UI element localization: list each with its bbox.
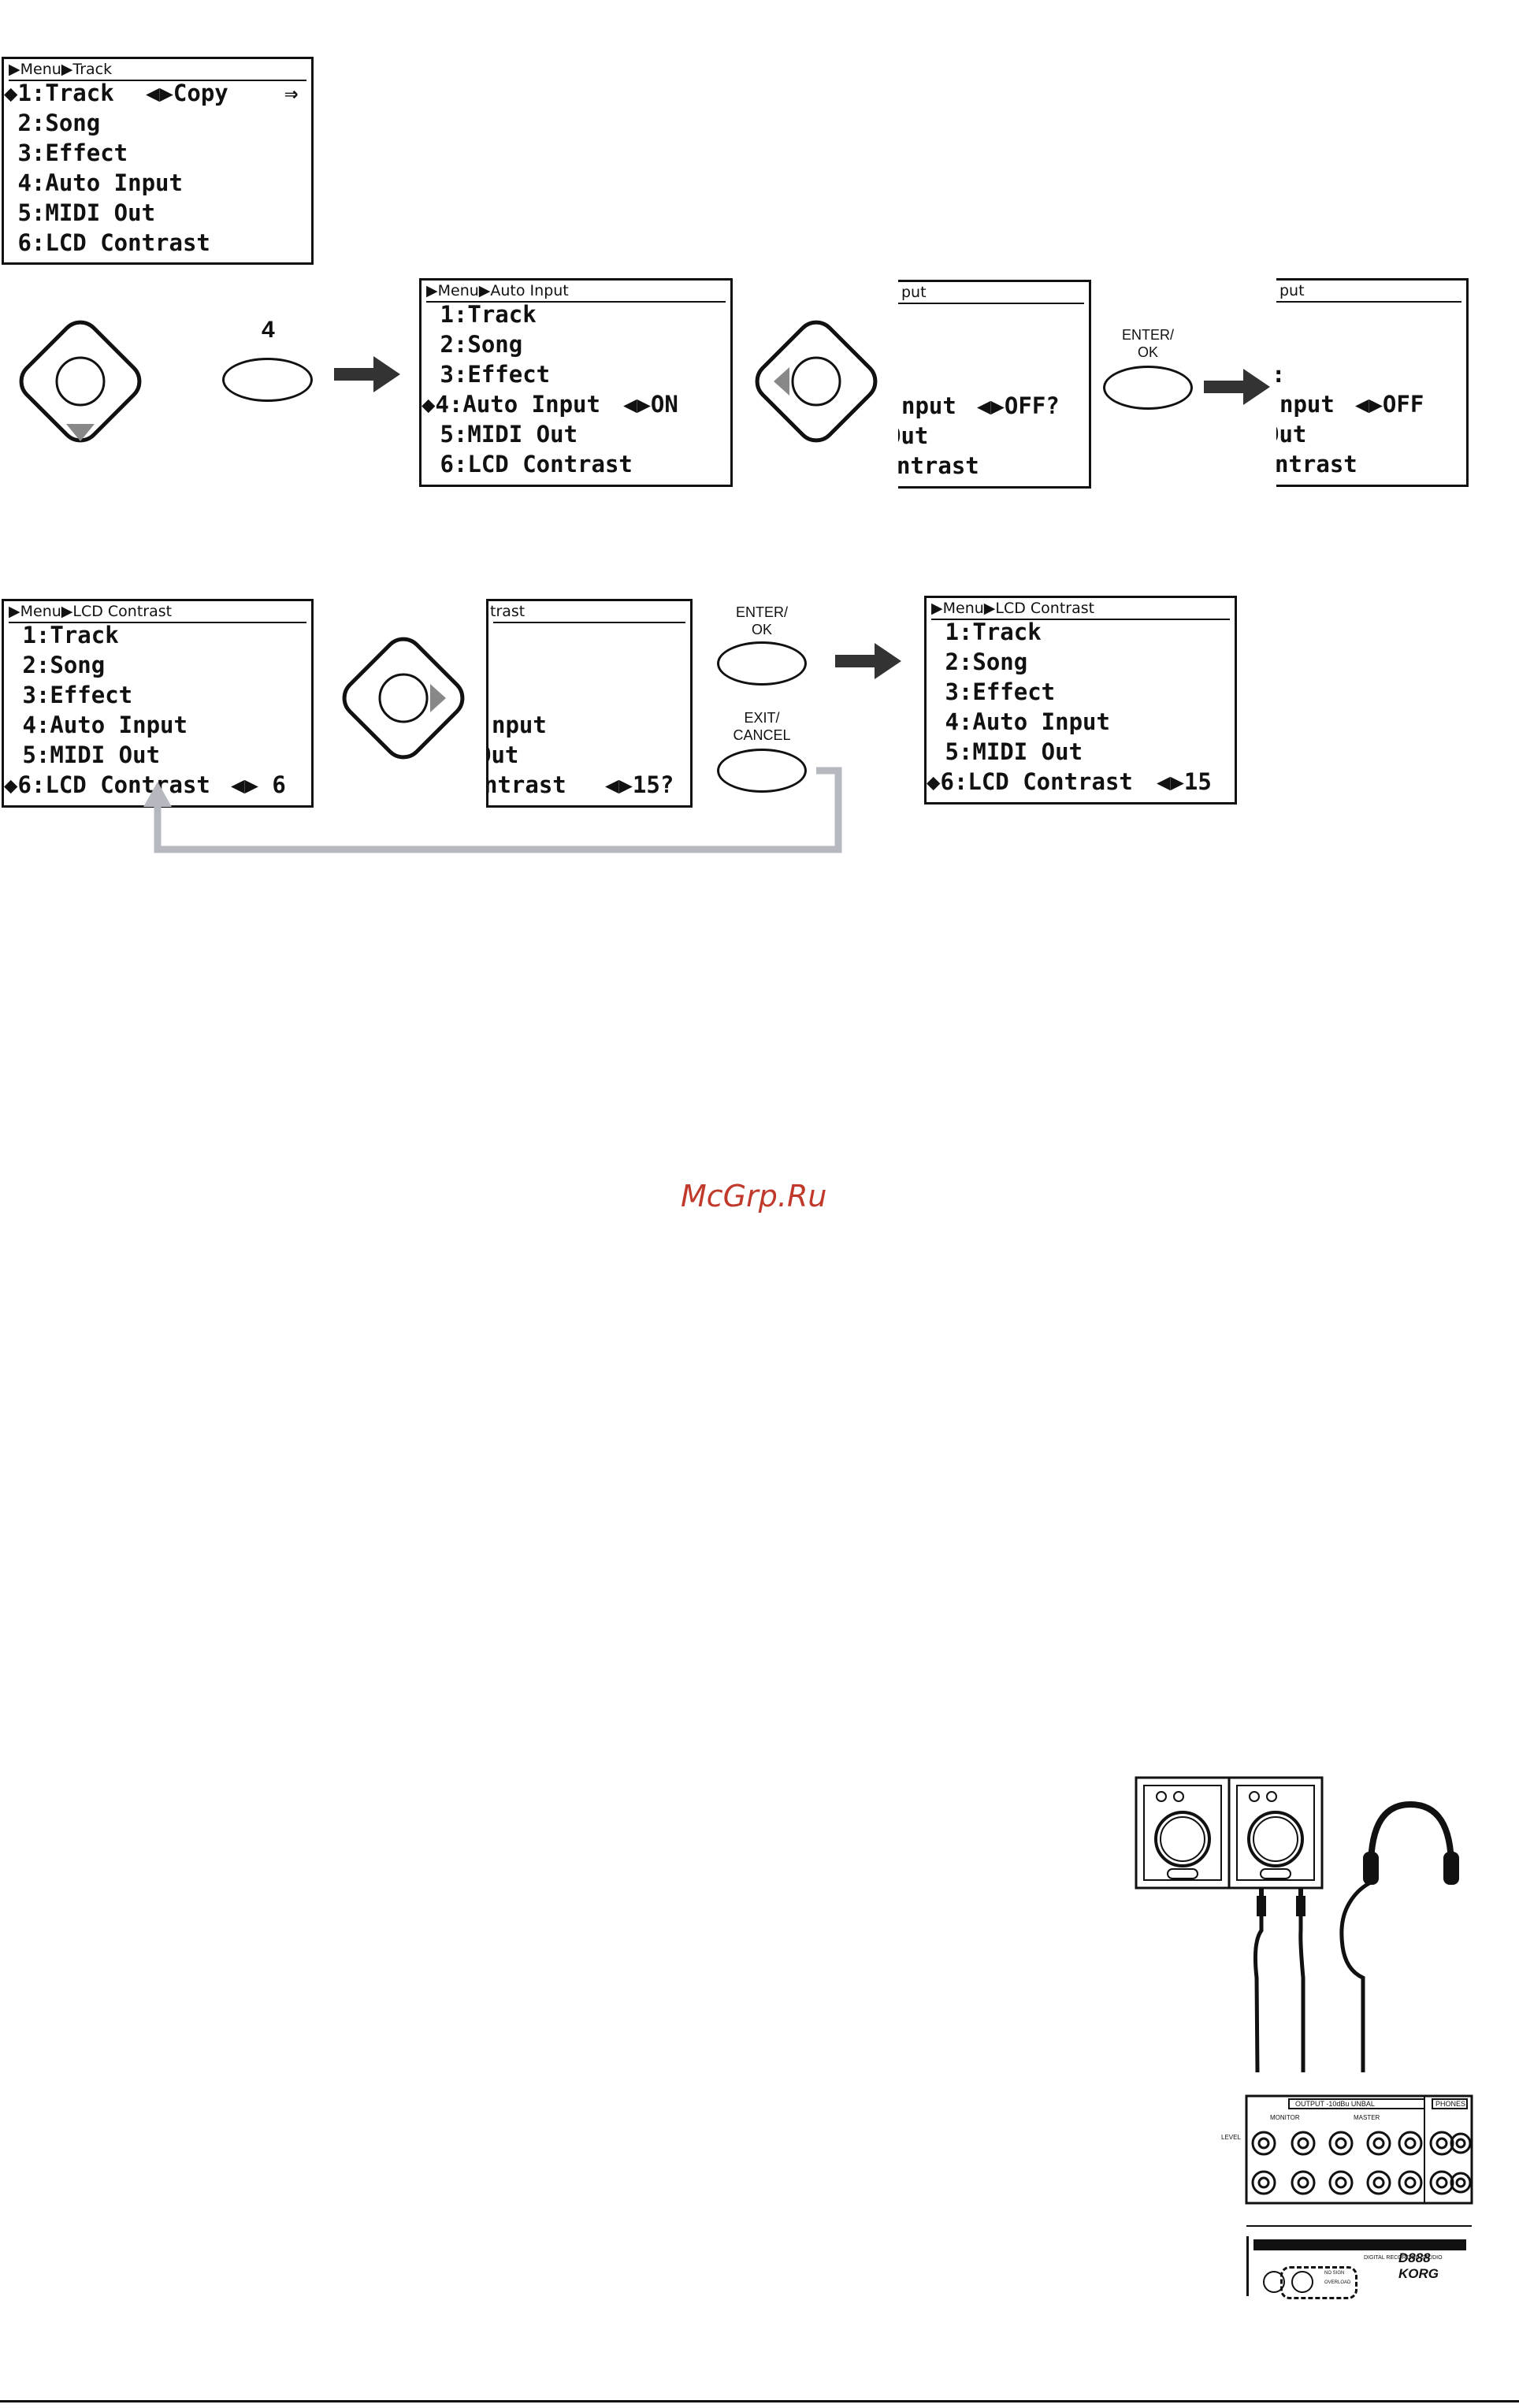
lcd-row: 4:Auto Input — [4, 169, 183, 196]
level-label: LEVEL — [1221, 2134, 1241, 2141]
lcd-screen-lcd-contrast: ▶Menu▶LCD Contrast 1:Track 2:Song 3:Effe… — [2, 599, 314, 808]
cable-icon — [1253, 1888, 1305, 2073]
lcd-row: 5:MIDI Out — [4, 199, 156, 226]
button-4-label: 4 — [262, 317, 275, 343]
indicator-label-2: OVERLOAD — [1324, 2280, 1351, 2285]
lcd-header: ▶Menu▶LCD Contrast — [931, 600, 1095, 617]
speaker-right-icon — [1227, 1776, 1324, 1890]
lcd-row: nput — [901, 392, 956, 419]
lcd-row-value: ◀▶15 — [1157, 768, 1212, 795]
lcd-screen-auto-input-result: put : nput ◀▶OFF Out ntrast — [1276, 278, 1469, 487]
lcd-row: nput — [1279, 391, 1335, 418]
lcd-header: trast — [490, 603, 526, 620]
lcd-header: put — [1279, 282, 1305, 299]
divider — [0, 2400, 1519, 2402]
lcd-row: 6:LCD Contrast — [426, 451, 633, 478]
headphones-icon — [1339, 1800, 1459, 2072]
connection-diagram — [1135, 1776, 1473, 2227]
lcd-row: 5:MIDI Out — [426, 421, 578, 448]
lcd-row-value: ◀▶OFF? — [977, 392, 1060, 419]
input-knob[interactable] — [1291, 2271, 1313, 2293]
lcd-row-value: ◀▶OFF — [1355, 391, 1424, 418]
monitor-label: MONITOR — [1270, 2114, 1300, 2121]
arrow-right-icon — [334, 356, 400, 392]
lcd-screen-lcd-contrast-partial: trast nput Out ntrast ◀▶15? — [486, 599, 693, 808]
lcd-row: Out — [1276, 421, 1307, 448]
cursor-pad-left-icon[interactable] — [741, 306, 892, 457]
lcd-row: 4:Auto Input — [931, 708, 1110, 735]
indicator-callout — [1280, 2266, 1357, 2299]
lcd-row: 2:Song — [4, 110, 101, 136]
lcd-row: 5:MIDI Out — [931, 738, 1083, 765]
lcd-row: 3:Effect — [9, 682, 133, 708]
power-knob[interactable] — [1263, 2271, 1285, 2293]
button-4[interactable] — [222, 358, 313, 402]
lcd-row-value: ◀▶ON — [623, 391, 678, 418]
lcd-row: 2:Song — [426, 331, 523, 358]
arrow-right-icon — [835, 643, 901, 679]
exit-cancel-button[interactable] — [717, 749, 807, 793]
lcd-header: ▶Menu▶Track — [9, 61, 113, 78]
lcd-row-value: ◀▶ 6 — [231, 771, 286, 798]
lcd-row: 5:MIDI Out — [9, 741, 161, 768]
lcd-row-value: ◀▶Copy — [146, 80, 228, 106]
lcd-row: ◆4:Auto Input — [422, 391, 600, 418]
phones-label: PHONES — [1435, 2100, 1466, 2108]
lcd-row: 6:LCD Contrast — [4, 229, 210, 256]
front-panel: DIGITAL RECORDING STUDIO D888 KORG NO SI… — [1246, 2236, 1472, 2299]
lcd-screen-auto-input-partial: put nput ◀▶OFF? Out ntrast — [898, 280, 1091, 489]
lcd-row: ntrast — [1276, 451, 1357, 478]
lcd-row: 4:Auto Input — [9, 712, 188, 738]
lcd-row: 3:Effect — [426, 361, 551, 388]
lcd-screen-lcd-contrast-result: ▶Menu▶LCD Contrast 1:Track 2:Song 3:Effe… — [924, 596, 1237, 805]
brand-logo: D888 KORG — [1398, 2250, 1439, 2281]
lcd-row: 2:Song — [931, 648, 1028, 675]
watermark: McGrp.Ru — [681, 1179, 827, 1213]
lcd-screen-auto-input: ▶Menu▶Auto Input 1:Track 2:Song 3:Effect… — [419, 278, 733, 487]
lcd-row: 3:Effect — [4, 139, 128, 166]
lcd-row-extra: ⇒ — [284, 80, 299, 106]
lcd-row: ntrast — [898, 452, 979, 479]
enter-ok-label: ENTER/ OK — [1121, 327, 1174, 360]
enter-ok-label: ENTER/ OK — [735, 604, 788, 637]
master-label: MASTER — [1354, 2114, 1380, 2121]
lcd-row: 3:Effect — [931, 678, 1056, 705]
speaker-left-icon — [1135, 1776, 1231, 1890]
lcd-row: 1:Track — [9, 622, 119, 648]
cursor-pad-right-icon[interactable] — [328, 622, 479, 774]
lcd-row: 1:Track — [426, 301, 537, 328]
enter-ok-button[interactable] — [1103, 366, 1193, 410]
indicator-label-1: NO SIGN — [1324, 2271, 1345, 2276]
lcd-row-value: ◀▶15? — [605, 771, 674, 798]
lcd-row: ntrast — [486, 771, 566, 798]
lcd-row: ◆1:Track — [4, 80, 114, 106]
lcd-cursor: : — [1276, 359, 1285, 389]
lcd-row: Out — [898, 422, 929, 449]
output-label: OUTPUT -10dBu UNBAL — [1295, 2100, 1375, 2108]
rear-panel-icon — [1245, 2094, 1473, 2205]
lcd-row: 2:Song — [9, 652, 106, 678]
lcd-row: 1:Track — [931, 619, 1042, 645]
lcd-row: nput — [492, 712, 547, 738]
lcd-header: ▶Menu▶LCD Contrast — [9, 603, 173, 620]
exit-cancel-label: EXIT/ CANCEL — [733, 710, 791, 743]
lcd-header: put — [901, 284, 927, 301]
lcd-header: ▶Menu▶Auto Input — [426, 282, 569, 299]
lcd-row: Out — [488, 741, 519, 768]
lcd-row: ◆6:LCD Contrast — [927, 768, 1133, 795]
enter-ok-button[interactable] — [717, 641, 807, 686]
subtitle-label: DIGITAL RECORDING STUDIO — [1364, 2255, 1443, 2261]
cursor-pad-down-icon[interactable] — [5, 306, 156, 457]
return-path-arrow-icon — [143, 767, 842, 853]
lcd-screen-track: ▶Menu▶Track ◆1:Track ◀▶Copy ⇒ 2:Song 3:E… — [2, 57, 314, 265]
arrow-right-icon — [1204, 369, 1270, 405]
